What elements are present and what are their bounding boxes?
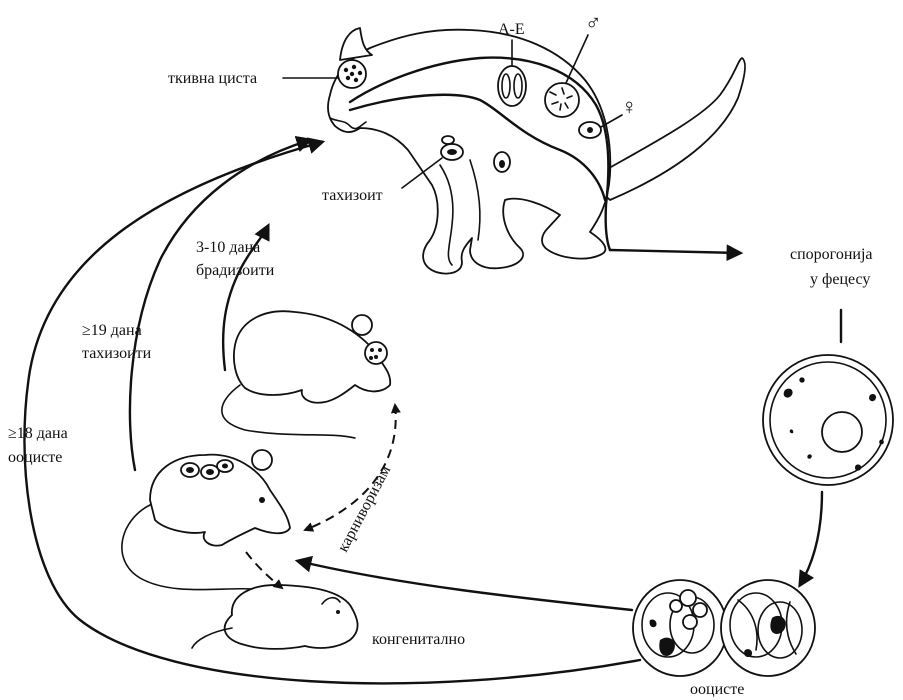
arrow-to-sporogony <box>610 250 740 253</box>
label-days-3-10: 3-10 дана <box>196 239 260 256</box>
label-sporogony: спорогонија <box>790 246 873 263</box>
arrow-tachyzoites-to-cat <box>130 140 310 470</box>
rodent-lower-ear <box>252 450 272 470</box>
cat-tail <box>588 58 745 200</box>
upper-rodent <box>222 311 390 438</box>
label-male-symbol: ♂ <box>585 10 602 35</box>
label-female-symbol: ♀ <box>621 94 638 119</box>
label-stages-ae: A-E <box>498 21 525 38</box>
sporulated-oocysts <box>633 580 815 676</box>
arrow-to-sporulated <box>800 492 822 585</box>
label-congenital: конгенитално <box>372 631 465 648</box>
label-oocysts-left: ооцисте <box>8 449 62 466</box>
rodent-upper-ear <box>352 315 372 335</box>
arrow-rodent-to-offspring <box>246 552 282 588</box>
label-days-19: ≥19 дана <box>82 322 142 339</box>
label-tissue-cyst: ткивна циста <box>168 70 257 87</box>
label-tachyzoite: тахизоит <box>322 187 383 204</box>
label-in-feces: у фецесу <box>810 271 870 288</box>
rodent-upper-tissue-cyst <box>365 342 387 364</box>
label-bradyzoites: брадизоити <box>196 262 275 279</box>
offspring-body <box>225 585 358 649</box>
oocyst-sporont <box>822 412 862 452</box>
cat-ear <box>340 28 372 60</box>
cat-definitive-host <box>328 28 745 274</box>
cat-body <box>328 30 610 274</box>
label-days-18: ≥18 дана <box>8 425 68 442</box>
label-tachyzoites: тахизоити <box>82 345 152 362</box>
label-oocysts-bottom: ооцисте <box>690 681 744 698</box>
infected-rodent <box>122 450 290 590</box>
congenital-offspring <box>192 585 358 649</box>
unsporulated-oocyst <box>763 355 893 485</box>
